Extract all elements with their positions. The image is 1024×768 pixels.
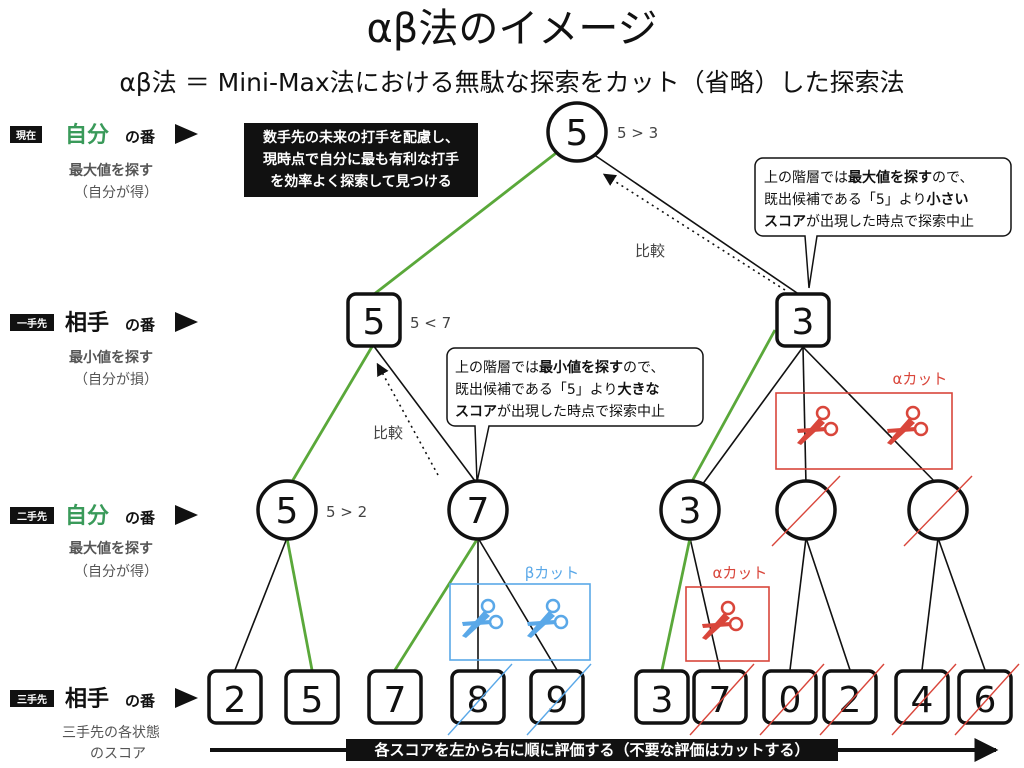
svg-text:の番: の番: [125, 509, 156, 527]
callout-max-line2: 既出候補である「5」より小さい: [764, 192, 969, 208]
l1-right-node: [775, 292, 831, 348]
l2-node: [447, 479, 509, 541]
scissors-icon: [460, 598, 504, 640]
beta-cut-label: βカット: [525, 564, 580, 582]
leaf-value: 9: [546, 680, 569, 721]
cut-slash: [689, 663, 755, 736]
cut-slash: [771, 475, 841, 547]
svg-text:（自分が損）: （自分が損）: [74, 372, 158, 388]
turn-arrow-icon: [175, 312, 198, 332]
compare-label: 比較: [373, 424, 403, 442]
level-legend-3: 三手先 相手 の番 三手先の各状態 のスコア: [10, 687, 198, 762]
callout-min-line3: スコアが出現した時点で探索中止: [455, 403, 665, 420]
turn-arrow-icon: [175, 688, 198, 708]
turn-arrow-icon: [175, 124, 198, 144]
l2-node-value: 5: [276, 491, 299, 532]
cut-slash: [819, 663, 885, 736]
cut-slash: [954, 663, 1020, 736]
leaf-value: 7: [709, 680, 732, 721]
svg-text:二手先: 二手先: [17, 510, 47, 523]
page-subtitle: αβ法 ＝ Mini-Max法における無駄な探索をカット（省略）した探索法: [119, 68, 904, 97]
alpha-cut-label-mid: αカット: [713, 564, 768, 582]
svg-text:三手先の各状態: 三手先の各状態: [62, 725, 160, 741]
svg-text:の番: の番: [125, 692, 156, 710]
svg-text:自分: 自分: [65, 503, 109, 529]
svg-text:相手: 相手: [65, 687, 109, 712]
cut-slash: [891, 663, 957, 736]
scissors-icon: [885, 405, 929, 447]
alpha-cut-label-top: αカット: [893, 370, 948, 388]
leaf-value: 6: [974, 680, 997, 721]
svg-text:相手: 相手: [65, 311, 109, 336]
leaf-value: 3: [651, 680, 674, 721]
callout-max-line1: 上の階層では最大値を探すので、: [764, 169, 973, 186]
svg-text:自分: 自分: [65, 122, 109, 148]
leaf-value: 7: [384, 680, 407, 721]
l2-comparison: 5 > 2: [326, 503, 367, 521]
best-path-edges: [285, 148, 777, 671]
level-legend-2: 二手先 自分 の番 最大値を探す （自分が得）: [10, 503, 198, 580]
root-comparison: 5 > 3: [617, 124, 658, 142]
scissors-icon: [525, 598, 569, 640]
cut-slash: [526, 663, 592, 736]
svg-text:の番: の番: [125, 128, 156, 146]
root-node-value: 5: [566, 113, 589, 154]
page-title: αβ法のイメージ: [366, 6, 657, 52]
l2-node-value: 7: [467, 491, 490, 532]
compare-label: 比較: [635, 242, 665, 260]
cut-slash: [903, 475, 973, 547]
cut-slash: [447, 663, 513, 736]
l1-left-node-value: 5: [363, 302, 386, 343]
svg-text:（自分が得）: （自分が得）: [74, 184, 158, 201]
cut-slash: [759, 663, 825, 736]
root-node: [546, 101, 608, 163]
level-legend-0: 現在 自分 の番 最大値を探す （自分が得）: [10, 122, 198, 201]
svg-text:最大値を探す: 最大値を探す: [69, 162, 153, 179]
scissors-icon: [795, 405, 839, 447]
summary-note-line: 数手先の未来の打手を配慮し、: [263, 129, 459, 146]
tree-edges: [234, 151, 986, 671]
summary-note-box: [244, 123, 478, 197]
svg-text:一手先: 一手先: [17, 317, 47, 330]
leaf-row: 2 5 7 8 9 3 7 0 2 4 6: [207, 669, 1013, 725]
callout-min-line1: 上の階層では最小値を探すので、: [455, 359, 664, 376]
l2-node: [256, 479, 318, 541]
svg-text:（自分が得）: （自分が得）: [74, 563, 158, 580]
svg-text:現在: 現在: [16, 129, 36, 142]
svg-text:最大値を探す: 最大値を探す: [69, 540, 153, 557]
summary-note-line: 現時点で自分に最も有利な打手: [263, 151, 459, 168]
leaf-value: 2: [839, 680, 862, 721]
callout-max-box: [754, 157, 1012, 289]
l1-left-comparison: 5 < 7: [410, 314, 451, 332]
leaf-value: 8: [467, 680, 490, 721]
turn-arrow-icon: [175, 505, 198, 525]
scissors-icon: [700, 600, 744, 642]
l2-node: [659, 479, 721, 541]
l1-left-node: [346, 292, 402, 348]
l1-right-node-value: 3: [792, 302, 815, 343]
svg-text:最小値を探す: 最小値を探す: [69, 349, 153, 366]
leaf-value: 2: [224, 680, 247, 721]
leaf-value: 0: [779, 680, 802, 721]
alpha-cut-box-mid: [685, 586, 770, 662]
l2-node-value: 3: [679, 491, 702, 532]
callout-min-line2: 既出候補である「5」より大きな: [455, 381, 660, 398]
callout-min-box: [446, 347, 704, 483]
beta-cut-box: [449, 583, 591, 661]
leaf-value: 4: [911, 680, 934, 721]
svg-text:三手先: 三手先: [17, 693, 47, 706]
svg-text:のスコア: のスコア: [90, 746, 146, 762]
alpha-cut-box-top: [775, 392, 953, 470]
summary-note-line: を効率よく探索して見つける: [270, 173, 452, 190]
evaluation-order-label: 各スコアを左から右に順に評価する（不要な評価はカットする）: [373, 741, 809, 759]
svg-text:の番: の番: [125, 316, 156, 334]
evaluation-order-label-box: [346, 739, 838, 761]
callout-max-line3: スコアが出現した時点で探索中止: [764, 213, 974, 230]
level-legend-1: 一手先 相手 の番 最小値を探す （自分が損）: [10, 311, 198, 388]
leaf-value: 5: [301, 680, 324, 721]
